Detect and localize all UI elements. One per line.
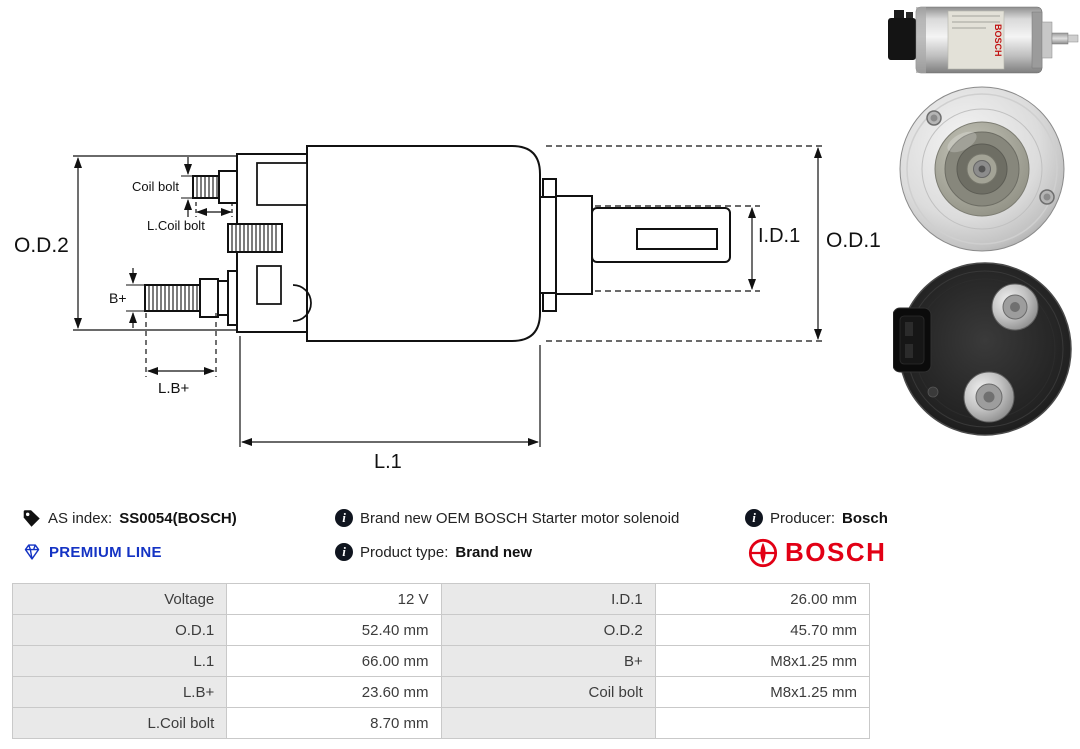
spec-label: O.D.2 bbox=[440, 614, 656, 646]
table-row: L.B+ 23.60 mm Coil bolt M8x1.25 mm bbox=[11, 676, 871, 708]
product-type-label: Product type: bbox=[360, 543, 449, 561]
as-index-item: AS index: SS0054(BOSCH) bbox=[22, 509, 237, 528]
info-icon: i bbox=[745, 509, 763, 527]
product-photo-side-view[interactable]: BOSCH bbox=[886, 2, 1080, 80]
dim-label-coil-bolt: Coil bolt bbox=[132, 179, 179, 194]
dim-label-l-coil-bolt: L.Coil bolt bbox=[147, 218, 205, 233]
table-row: Voltage 12 V I.D.1 26.00 mm bbox=[11, 583, 871, 615]
table-row: O.D.1 52.40 mm O.D.2 45.70 mm bbox=[11, 614, 871, 646]
info-icon: i bbox=[335, 543, 353, 561]
product-photo-top-view[interactable] bbox=[884, 84, 1080, 254]
bosch-armature-icon bbox=[748, 538, 778, 567]
spec-label: O.D.1 bbox=[11, 614, 228, 646]
spec-value: 45.70 mm bbox=[654, 614, 871, 646]
bosch-logo-text: BOSCH bbox=[785, 537, 887, 567]
spec-value bbox=[654, 707, 871, 739]
info-icon: i bbox=[335, 509, 353, 527]
producer-value: Bosch bbox=[842, 509, 888, 527]
spec-value: 66.00 mm bbox=[226, 645, 442, 677]
spec-label: L.Coil bolt bbox=[11, 707, 228, 739]
spec-label: L.B+ bbox=[11, 676, 228, 708]
spec-label bbox=[440, 707, 656, 739]
table-row: L.Coil bolt 8.70 mm bbox=[11, 707, 871, 739]
description-item: i Brand new OEM BOSCH Starter motor sole… bbox=[335, 509, 679, 527]
spec-label: Voltage bbox=[11, 583, 228, 615]
spec-label: B+ bbox=[440, 645, 656, 677]
spec-value: 52.40 mm bbox=[226, 614, 442, 646]
dim-label-od1: O.D.1 bbox=[826, 229, 880, 252]
spec-value: M8x1.25 mm bbox=[654, 676, 871, 708]
product-photo-bottom-view[interactable] bbox=[893, 258, 1075, 440]
spec-value: 12 V bbox=[226, 583, 442, 615]
premium-line-item: PREMIUM LINE bbox=[22, 543, 162, 561]
as-index-value: SS0054(BOSCH) bbox=[119, 510, 237, 527]
dim-label-od2: O.D.2 bbox=[14, 234, 69, 257]
description-text: Brand new OEM BOSCH Starter motor soleno… bbox=[360, 509, 680, 527]
spec-table: Voltage 12 V I.D.1 26.00 mm O.D.1 52.40 … bbox=[11, 583, 871, 739]
dim-label-b-plus: B+ bbox=[109, 290, 127, 306]
diamond-icon bbox=[24, 544, 40, 560]
product-type-value: Brand new bbox=[455, 543, 533, 561]
thread-hatching bbox=[148, 177, 277, 310]
photo-label-text: BOSCH bbox=[993, 24, 1003, 57]
spec-label: L.1 bbox=[11, 645, 228, 677]
premium-line-text: PREMIUM LINE bbox=[49, 543, 162, 561]
dim-label-lb-plus: L.B+ bbox=[158, 380, 190, 397]
spec-value: 26.00 mm bbox=[654, 583, 871, 615]
solenoid-outline bbox=[144, 145, 731, 342]
spec-value: 8.70 mm bbox=[226, 707, 442, 739]
as-index-label: AS index: bbox=[48, 510, 113, 527]
dimension-lines bbox=[73, 145, 823, 447]
spec-label: Coil bolt bbox=[440, 676, 656, 708]
spec-value: M8x1.25 mm bbox=[654, 645, 871, 677]
producer-label: Producer: bbox=[770, 509, 836, 527]
spec-label: I.D.1 bbox=[440, 583, 656, 615]
producer-item: i Producer: Bosch bbox=[745, 509, 888, 527]
dim-label-id1: I.D.1 bbox=[758, 225, 800, 247]
dimensional-drawing: O.D.2 O.D.1 I.D.1 L.1 L.B+ B+ Coil bolt … bbox=[14, 145, 880, 473]
spec-value: 23.60 mm bbox=[226, 676, 442, 708]
table-row: L.1 66.00 mm B+ M8x1.25 mm bbox=[11, 645, 871, 677]
tag-icon bbox=[23, 510, 40, 527]
bosch-logo: BOSCH bbox=[748, 537, 886, 568]
product-type-item: i Product type: Brand new bbox=[335, 543, 532, 561]
dim-label-l1: L.1 bbox=[374, 451, 402, 473]
